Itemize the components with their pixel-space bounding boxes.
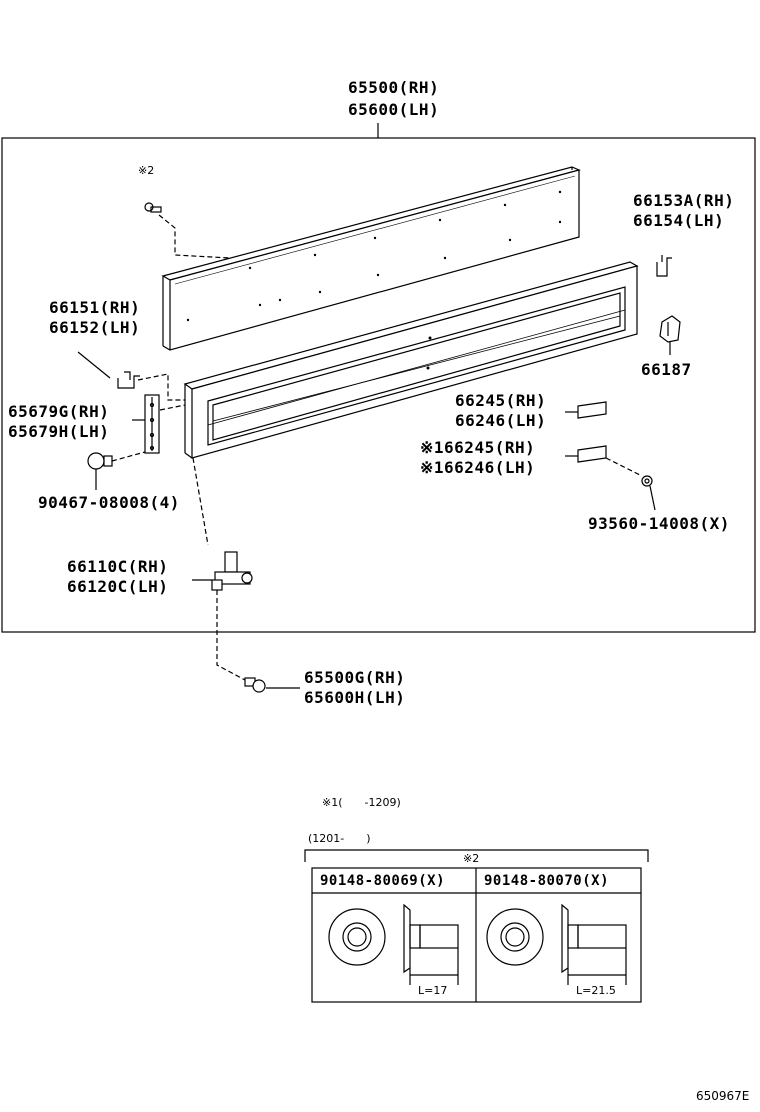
clip-icon <box>117 371 140 389</box>
plate-icon <box>577 445 607 463</box>
note-label: (1201- ) <box>308 832 371 845</box>
part-label: 65600(LH) <box>348 100 440 119</box>
clip-icon <box>656 255 672 277</box>
part-label: 90467-08008(4) <box>38 493 180 512</box>
retainer-icon <box>659 315 681 343</box>
clip-icon <box>87 452 113 470</box>
part-label: 66152(LH) <box>49 318 141 337</box>
table-col-label: 90148-80069(X) <box>320 873 446 889</box>
table-header: ※2 <box>463 852 480 865</box>
dim-label: L=21.5 <box>576 984 616 997</box>
bolt-head-icon <box>328 908 386 966</box>
tailgate-frame <box>183 261 639 459</box>
part-label: 66151(RH) <box>49 298 141 317</box>
figure-id: 650967E <box>696 1089 750 1103</box>
plate-icon <box>577 401 607 419</box>
tailgate-panel <box>161 166 581 351</box>
part-label: 65500G(RH) <box>304 668 406 687</box>
table-col-label: 90148-80070(X) <box>484 873 610 889</box>
bolt-side-icon <box>403 903 459 985</box>
part-label: 93560-14008(X) <box>588 514 730 533</box>
part-label: 66187 <box>641 360 692 379</box>
part-label: 66110C(RH) <box>67 557 169 576</box>
note-label: ※1( -1209) <box>322 796 401 809</box>
part-label: 66245(RH) <box>455 391 547 410</box>
part-label: 65679G(RH) <box>8 402 110 421</box>
bolt-mark: ※2 <box>138 164 155 177</box>
bolt-head-icon <box>486 908 544 966</box>
hinge-icon <box>211 551 253 591</box>
part-label: 66153A(RH) <box>633 191 735 210</box>
part-label: ※166246(LH) <box>420 458 536 477</box>
part-label: 66246(LH) <box>455 411 547 430</box>
bolt-side-icon <box>561 903 627 985</box>
dim-label: L=17 <box>418 984 448 997</box>
screw-icon <box>641 475 653 487</box>
bracket-icon <box>144 394 160 454</box>
part-label: 65679H(LH) <box>8 422 110 441</box>
part-label: ※166245(RH) <box>420 438 536 457</box>
part-label: 66120C(LH) <box>67 577 169 596</box>
bolt-table <box>304 849 649 1003</box>
part-label: 66154(LH) <box>633 211 725 230</box>
part-label: 65600H(LH) <box>304 688 406 707</box>
bolt-icon <box>144 202 162 213</box>
bolt-icon <box>244 677 266 693</box>
part-label: 65500(RH) <box>348 78 440 97</box>
